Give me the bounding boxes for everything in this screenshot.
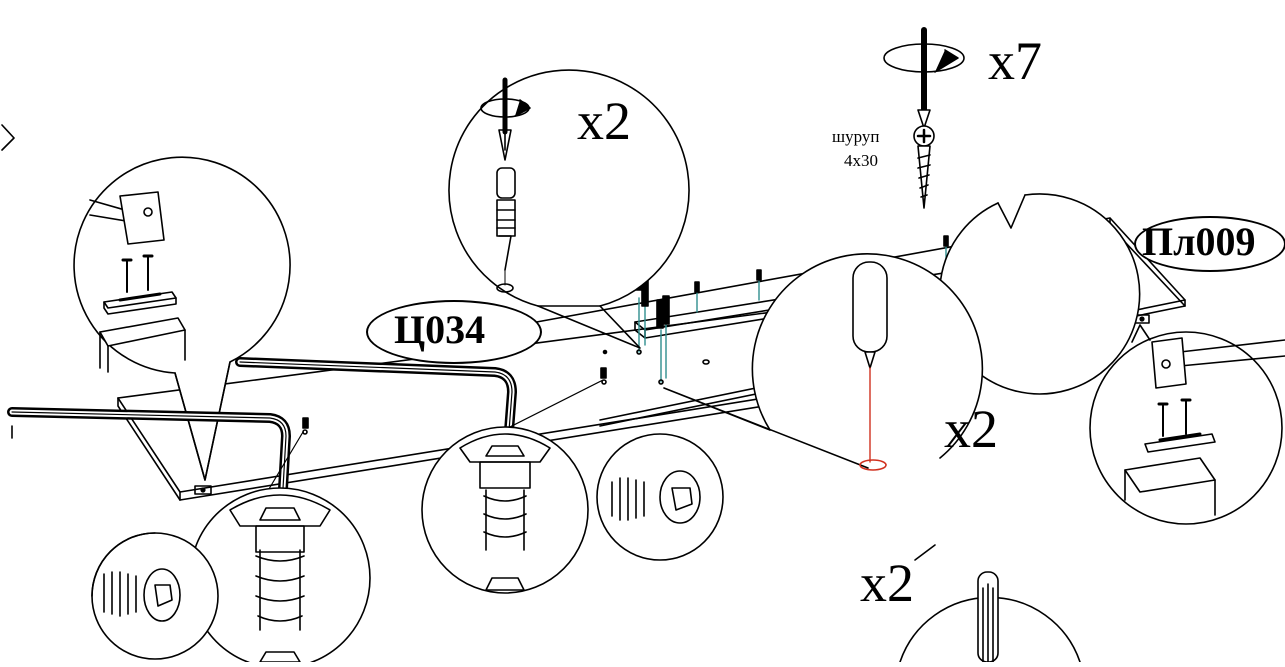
screw-spec-name: шуруп — [832, 127, 880, 146]
hammer-icon — [1151, 337, 1187, 389]
confirmat-side-center — [596, 433, 724, 561]
panel-cam-lock — [194, 485, 212, 495]
right-hammer-callout — [1089, 324, 1285, 525]
hex-key-left — [7, 407, 291, 511]
qty-label-x7: x7 — [988, 31, 1042, 91]
screw-spec-size: 4x30 — [844, 151, 878, 170]
confirmat-detail-left — [189, 487, 371, 667]
confirmat-side-left — [91, 532, 219, 660]
top-right-screw-callout — [883, 27, 1141, 395]
center-right-screwdriver-callout — [663, 253, 984, 471]
screwdriver-icon — [852, 261, 888, 353]
part-bubble-shelf — [1134, 216, 1285, 272]
confirmat-detail-center — [421, 426, 589, 594]
confirmat-screw-icon — [229, 494, 331, 527]
part-label-shelf: Пл009 — [1142, 219, 1256, 264]
qty-label-x2-top: x2 — [577, 91, 631, 151]
cam-dowel-icon — [496, 167, 516, 199]
part-bubble-bracket — [366, 300, 542, 364]
dowel-callout — [899, 544, 1081, 663]
part-label-bracket: Ц034 — [394, 307, 486, 352]
left-hammer-callout — [73, 156, 291, 481]
edge-glyph — [1, 124, 15, 151]
qty-label-x2-dowel: x2 — [860, 553, 914, 613]
hammer-icon — [119, 191, 165, 245]
hex-key-right — [235, 357, 517, 449]
qty-label-x2-right: x2 — [944, 399, 998, 459]
top-center-screwdriver-callout — [448, 69, 690, 349]
